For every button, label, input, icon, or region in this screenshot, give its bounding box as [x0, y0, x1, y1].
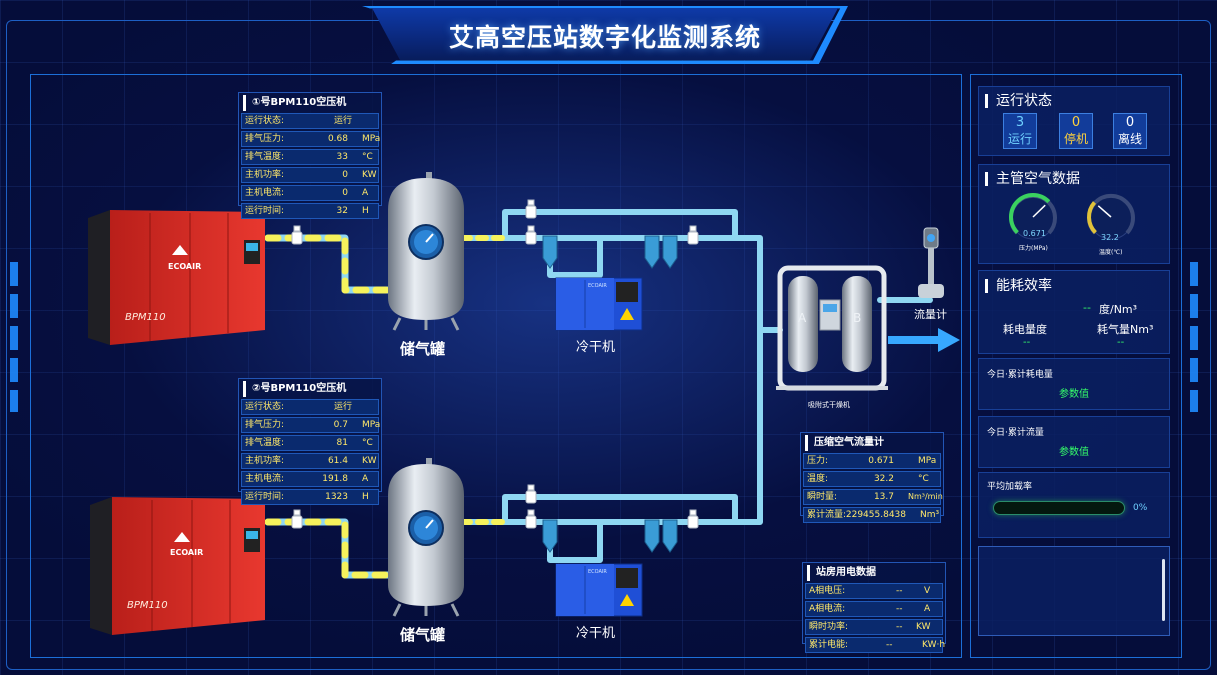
dryer-1-brand: ECOAIR — [588, 283, 607, 289]
compressor-1-row-temp: 排气温度: 33 °C — [241, 149, 379, 165]
compressor-2-brand: ECOAIR — [170, 548, 204, 557]
power-panel-title: 站房用电数据 — [807, 565, 945, 581]
flow-row-temp: 温度: 32.2 °C — [803, 471, 941, 487]
flow-row-total: 累计流量: 229455.8438 Nm³ — [803, 507, 941, 523]
today-power-value: 参数值 — [1059, 389, 1089, 400]
dryer-1-label: 冷干机 — [576, 340, 616, 355]
energy-col1-label: 耗电量度 — [1003, 323, 1047, 336]
status-running[interactable]: 3 运行 — [1003, 113, 1037, 149]
compressor-2-row-pressure: 排气压力: 0.7 MPa — [241, 417, 380, 433]
compressor-2-row-current: 主机电流: 191.8 A — [241, 471, 379, 487]
energy-col1-value: -- — [1023, 337, 1031, 348]
adsorption-tower-b: B — [853, 311, 862, 325]
main-air-card: 主管空气数据 0.671 压力(MPa) 32.2 温度(℃) — [978, 164, 1170, 264]
compressor-1-row-power: 主机功率: 0 KW — [241, 167, 379, 183]
compressor-1-panel: ①号BPM110空压机 运行状态: 运行 排气压力: 0.68 MPa 排气温度… — [238, 92, 382, 219]
tank-2-label: 储气罐 — [400, 626, 446, 644]
compressor-2-row-power: 主机功率: 61.4 KW — [241, 453, 379, 469]
energy-value: -- — [1083, 301, 1091, 314]
pressure-gauge — [1009, 193, 1135, 240]
compressor-1-row-pressure: 排气压力: 0.68 MPa — [241, 131, 380, 147]
compressor-1-row-runtime: 运行时间: 32 H — [241, 203, 379, 219]
power-row-voltage: A相电压: -- V — [805, 583, 943, 599]
compressor-1-row-current: 主机电流: 0 A — [241, 185, 379, 201]
power-panel: 站房用电数据 A相电压: -- V A相电流: -- A 瞬时功率: -- KW… — [802, 562, 946, 653]
flowmeter-device — [918, 227, 944, 298]
run-status-card: 运行状态 3 运行 0 停机 0 离线 — [978, 86, 1170, 156]
dryer-1 — [555, 277, 643, 331]
load-rate-percent: 0% — [1133, 503, 1148, 513]
energy-col2-value: -- — [1117, 337, 1125, 348]
compressor-1-title: ①号BPM110空压机 — [243, 95, 381, 111]
sidebar-frame — [970, 74, 1182, 658]
today-power-card: 今日·累计耗电量 参数值 — [978, 358, 1170, 410]
power-row-current: A相电流: -- A — [805, 601, 943, 617]
empty-card — [978, 546, 1170, 636]
today-power-title: 今日·累计耗电量 — [987, 370, 1053, 380]
flow-meter-title: 压缩空气流量计 — [805, 435, 943, 451]
compressor-2-row-temp: 排气温度: 81 °C — [241, 435, 379, 451]
compressor-2-row-status: 运行状态: 运行 — [241, 399, 379, 415]
main-air-title: 主管空气数据 — [985, 172, 1080, 186]
compressor-2-panel: ②号BPM110空压机 运行状态: 运行 排气压力: 0.7 MPa 排气温度:… — [238, 378, 382, 505]
flow-row-instant: 瞬时量: 13.7 Nm³/min — [803, 489, 943, 505]
energy-title: 能耗效率 — [985, 279, 1052, 293]
dryer-2 — [555, 563, 643, 617]
pressure-gauge-label: 压力(MPa) — [1019, 245, 1048, 252]
compressor-1-brand: ECOAIR — [168, 262, 202, 271]
pipe-compressor2-to-tank2 — [264, 518, 394, 579]
pressure-gauge-fill — [1009, 193, 1051, 234]
adsorption-dryer-label: 吸附式干燥机 — [808, 401, 850, 409]
right-edge-deco — [1190, 262, 1198, 412]
page-title: 艾高空压站数字化监测系统 — [448, 23, 761, 52]
dryer-2-brand: ECOAIR — [588, 569, 607, 575]
compressor-2-model: BPM110 — [127, 600, 168, 611]
compressor-1-model: BPM110 — [125, 312, 166, 323]
today-flow-value: 参数值 — [1059, 447, 1089, 458]
tank-1 — [388, 172, 464, 331]
compressor-2-row-runtime: 运行时间: 1323 H — [241, 489, 379, 505]
temp-gauge-label: 温度(℃) — [1099, 249, 1123, 256]
adsorption-tower-a: A — [798, 311, 807, 325]
energy-col2-label: 耗气量Nm³ — [1097, 323, 1154, 336]
flow-row-pressure: 压力: 0.671 MPa — [803, 453, 941, 469]
tank-2 — [388, 458, 464, 617]
output-arrow — [888, 328, 960, 352]
compressor-2-title: ②号BPM110空压机 — [243, 381, 381, 397]
pressure-gauge-value: 0.671 — [1023, 229, 1046, 238]
load-rate-bar — [993, 501, 1125, 515]
title-bar — [372, 8, 838, 60]
temp-gauge-value: 32.2 — [1101, 233, 1119, 242]
pipe-compressor1-to-tank1 — [264, 234, 394, 294]
pressure-gauge-needle — [1032, 204, 1046, 218]
dryer-2-label: 冷干机 — [576, 626, 616, 641]
compressor-1 — [88, 210, 265, 345]
flowmeter-label: 流量计 — [914, 308, 947, 321]
load-rate-card: 平均加载率 0% — [978, 472, 1170, 538]
load-rate-title: 平均加载率 — [987, 482, 1033, 492]
scrollbar[interactable] — [1162, 559, 1165, 621]
temp-gauge-fill — [1087, 201, 1097, 234]
status-stopped[interactable]: 0 停机 — [1059, 113, 1093, 149]
energy-unit: 度/Nm³ — [1099, 303, 1138, 316]
flow-meter-panel: 压缩空气流量计 压力: 0.671 MPa 温度: 32.2 °C 瞬时量: 1… — [800, 432, 944, 523]
left-edge-deco — [10, 262, 18, 412]
today-flow-card: 今日·累计流量 参数值 — [978, 416, 1170, 468]
energy-card: 能耗效率 -- 度/Nm³ 耗电量度 耗气量Nm³ -- -- — [978, 270, 1170, 354]
tank-1-label: 储气罐 — [400, 340, 446, 358]
temp-gauge-needle — [1097, 205, 1112, 218]
power-row-total: 累计电能: -- KW·h — [805, 637, 945, 653]
today-flow-title: 今日·累计流量 — [987, 428, 1044, 438]
power-row-instant: 瞬时功率: -- KW — [805, 619, 943, 635]
adsorption-dryer — [776, 265, 888, 391]
process-diagram — [88, 172, 960, 635]
main-frame — [30, 74, 962, 658]
compressor-1-row-status: 运行状态: 运行 — [241, 113, 379, 129]
compressor-2 — [90, 497, 265, 635]
run-status-title: 运行状态 — [985, 94, 1052, 108]
status-offline[interactable]: 0 离线 — [1113, 113, 1147, 149]
